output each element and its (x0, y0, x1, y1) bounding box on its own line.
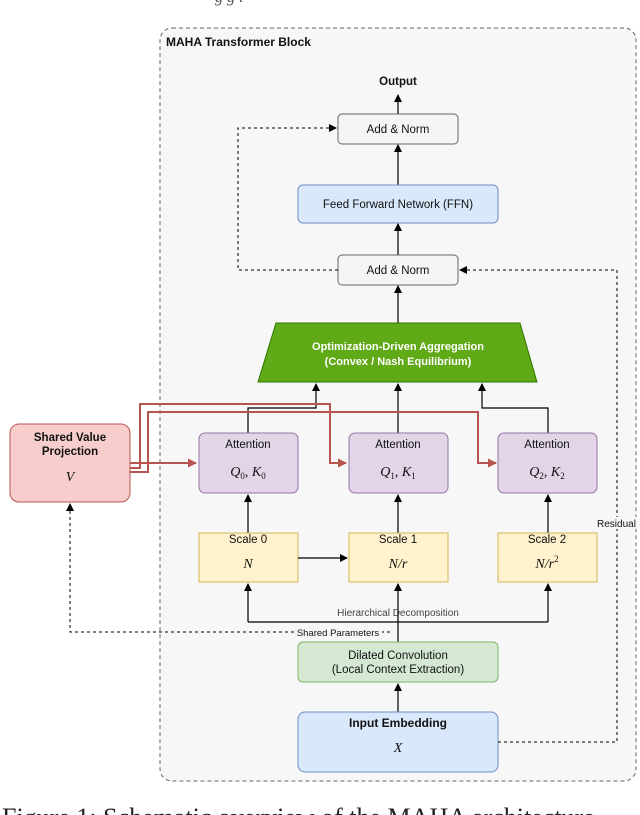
scale-2: Scale 2 N/r2 (497, 532, 598, 583)
hierarchical-label: Hierarchical Decomposition (337, 608, 459, 619)
attention-1-label: Attention (375, 439, 420, 451)
scale-2-label: Scale 2 (528, 534, 566, 546)
dashed-skip-connection (237, 124, 338, 271)
arrow-att0-to-agg (247, 383, 320, 433)
shared-params-connection (66, 503, 390, 633)
add-norm-bottom-label: Add & Norm (367, 265, 430, 277)
block-title: MAHA Transformer Block (166, 35, 311, 49)
attention-2-formula: Q2, K2 (529, 465, 564, 481)
input-label: Input Embedding (349, 716, 447, 730)
attention-1: Attention Q1, K1 (348, 432, 449, 494)
arrow-att2-to-agg (478, 383, 549, 433)
attention-0-label: Attention (225, 439, 270, 451)
scale-1-label: Scale 1 (379, 534, 417, 546)
residual-label-bg (596, 517, 640, 529)
residual-connection (459, 266, 618, 743)
attention-0: Attention Q0, K0 (198, 432, 299, 494)
dilated-line1: Dilated Convolution (348, 650, 448, 662)
aggregation-box (257, 322, 538, 383)
scale-1: Scale 1 N/r (348, 532, 449, 583)
shared-value-line2: Projection (42, 446, 98, 458)
shared-params-label-bg (294, 627, 382, 638)
attention-2: Attention Q2, K2 (497, 432, 598, 494)
aggregation-line2: (Convex / Nash Equilibrium) (325, 356, 472, 368)
ffn-label: Feed Forward Network (FFN) (323, 199, 473, 211)
attention-1-formula: Q1, K1 (380, 465, 415, 481)
dilated-conv-box (297, 641, 499, 683)
residual-label: Residual (597, 519, 636, 530)
attention-0-formula: Q0, K0 (230, 465, 266, 481)
scale-2-value: N/r2 (534, 554, 558, 572)
scale-0-value: N (242, 557, 253, 572)
shared-value-symbol: V (66, 470, 76, 485)
dilated-line2: (Local Context Extraction) (332, 664, 464, 676)
aggregation-line1: Optimization-Driven Aggregation (312, 341, 484, 353)
scale-0-label: Scale 0 (229, 534, 267, 546)
add-norm-top-label: Add & Norm (367, 124, 430, 136)
input-symbol: X (393, 741, 403, 756)
scale-0: Scale 0 N (198, 532, 299, 583)
red-arrow-to-att1 (130, 403, 347, 469)
output-label: Output (379, 76, 417, 88)
scale-1-value: N/r (388, 557, 408, 572)
attention-2-label: Attention (524, 439, 569, 451)
figure-caption: Figure 1: Schematic overview of the MAHA… (2, 803, 595, 815)
red-arrow-to-att2 (130, 411, 497, 473)
shared-params-label: Shared Parameters (297, 628, 380, 639)
shared-value-line1: Shared Value (34, 432, 106, 444)
clipped-top-text: g g l (215, 0, 244, 6)
